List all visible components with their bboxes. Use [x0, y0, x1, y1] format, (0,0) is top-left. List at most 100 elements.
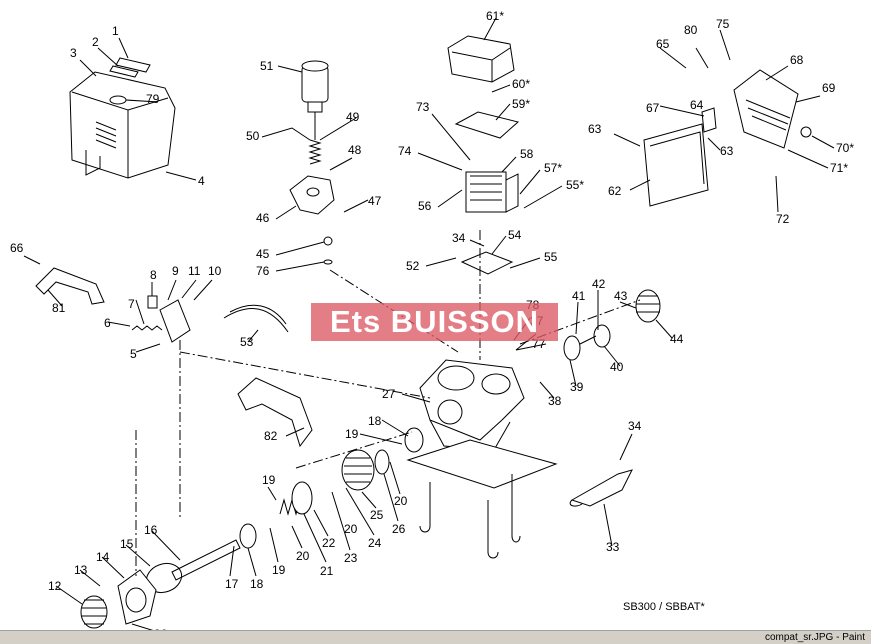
pinion-part-12 — [80, 595, 108, 629]
callout-21: 21 — [320, 564, 334, 578]
callout-15: 15 — [120, 537, 134, 551]
callout-46: 46 — [256, 211, 270, 225]
label-plate-part-1 — [115, 57, 151, 73]
callout-22: 22 — [322, 536, 336, 550]
battery-part-61 — [447, 35, 515, 83]
cover-part-3 — [69, 71, 176, 179]
callout-7: 7 — [128, 297, 135, 311]
callout-39: 39 — [570, 380, 584, 394]
washer-part-26 — [374, 449, 390, 475]
callout-9: 9 — [172, 264, 179, 278]
callout-55b: 55* — [566, 178, 584, 192]
callout-48: 48 — [348, 143, 362, 157]
clutch-part-41 — [563, 324, 611, 361]
callout-64: 64 — [690, 98, 704, 112]
spring-part-49 — [308, 112, 322, 165]
bearing-part-18b — [404, 427, 424, 453]
callout-63a: 63 — [588, 122, 602, 136]
watermark: Ets BUISSON — [311, 303, 558, 341]
housing-part-14 — [117, 569, 157, 625]
cover-part-62 — [643, 123, 709, 207]
callout-82: 82 — [264, 429, 278, 443]
callout-62: 62 — [608, 184, 622, 198]
callout-68: 68 — [790, 53, 804, 67]
callout-33: 33 — [606, 540, 620, 554]
callout-18a: 18 — [250, 577, 264, 591]
callout-51: 51 — [260, 59, 274, 73]
callout-34a: 34 — [452, 231, 466, 245]
callout-38: 38 — [548, 394, 562, 408]
callout-40: 40 — [610, 360, 624, 374]
callout-74: 74 — [398, 144, 412, 158]
callout-63b: 63 — [720, 144, 734, 158]
callout-labels: 1 2 3 4 5 6 7 8 9 10 11 12 13 14 15 16 1… — [10, 9, 854, 630]
callout-76: 76 — [256, 264, 270, 278]
callout-19a: 19 — [262, 473, 276, 487]
disc-part-22 — [291, 481, 313, 515]
callout-3: 3 — [70, 46, 77, 60]
callout-57: 57* — [544, 161, 562, 175]
callout-80: 80 — [684, 23, 698, 37]
gearbox-part-27 — [419, 359, 525, 451]
callout-26: 26 — [392, 522, 406, 536]
callout-19c: 19 — [345, 427, 359, 441]
callout-19b: 19 — [272, 563, 286, 577]
callout-50: 50 — [246, 129, 260, 143]
gear-part-44 — [635, 289, 661, 323]
board-part-68 — [733, 69, 812, 149]
cover-part-33 — [569, 469, 633, 507]
callout-34b: 34 — [628, 419, 642, 433]
callout-65: 65 — [656, 37, 670, 51]
callout-54: 54 — [508, 228, 522, 242]
callout-25: 25 — [370, 508, 384, 522]
bracket-part-64 — [701, 107, 717, 133]
callout-49: 49 — [346, 110, 360, 124]
callout-61: 61* — [486, 9, 504, 23]
callout-5: 5 — [130, 347, 137, 361]
label-plate-part-2 — [109, 65, 139, 78]
motor-part-51 — [301, 60, 329, 113]
callout-11: 11 — [188, 264, 201, 278]
callout-44: 44 — [670, 332, 684, 346]
callout-20a: 20 — [296, 549, 310, 563]
switch-part-9 — [147, 295, 191, 343]
callout-69: 69 — [822, 81, 836, 95]
gear-part-25 — [341, 449, 375, 491]
alignment-lines — [135, 230, 641, 576]
callout-72: 72 — [776, 212, 790, 226]
callout-66: 66 — [10, 241, 24, 255]
callout-45: 45 — [256, 247, 270, 261]
status-bar: compat_sr.JPG - Paint — [0, 630, 871, 644]
callout-70: 70* — [836, 141, 854, 155]
callout-67: 67 — [646, 101, 660, 115]
bracket-part-46 — [289, 175, 335, 215]
model-caption: SB300 / SBBAT* — [623, 601, 705, 613]
callout-2: 2 — [92, 35, 99, 49]
anchor-bolts — [419, 474, 521, 559]
callout-36: 36 — [154, 627, 168, 630]
callout-59: 59* — [512, 97, 530, 111]
callout-20b: 20 — [344, 522, 358, 536]
callout-4: 4 — [198, 174, 205, 188]
callout-23: 23 — [344, 551, 358, 565]
callout-27: 27 — [382, 387, 396, 401]
lever-part-82 — [237, 377, 313, 448]
plate-part-59 — [454, 111, 520, 139]
callout-58: 58 — [520, 147, 534, 161]
exploded-parts-diagram: 1 2 3 4 5 6 7 8 9 10 11 12 13 14 15 16 1… — [10, 9, 854, 630]
callout-73: 73 — [416, 100, 430, 114]
callout-41: 41 — [572, 289, 586, 303]
callout-53: 53 — [240, 335, 254, 349]
bearing-part-18 — [239, 523, 257, 549]
cable-part-53 — [223, 304, 289, 333]
leader-lines — [23, 17, 835, 630]
shaft-part-16 — [171, 539, 241, 581]
callout-47: 47 — [368, 194, 382, 208]
base-plate — [406, 439, 558, 489]
callout-12: 12 — [48, 579, 62, 593]
callout-79: 79 — [146, 92, 160, 106]
callout-56: 56 — [418, 199, 432, 213]
callout-52: 52 — [406, 259, 420, 273]
callout-8: 8 — [150, 268, 157, 282]
callout-10: 10 — [208, 264, 222, 278]
